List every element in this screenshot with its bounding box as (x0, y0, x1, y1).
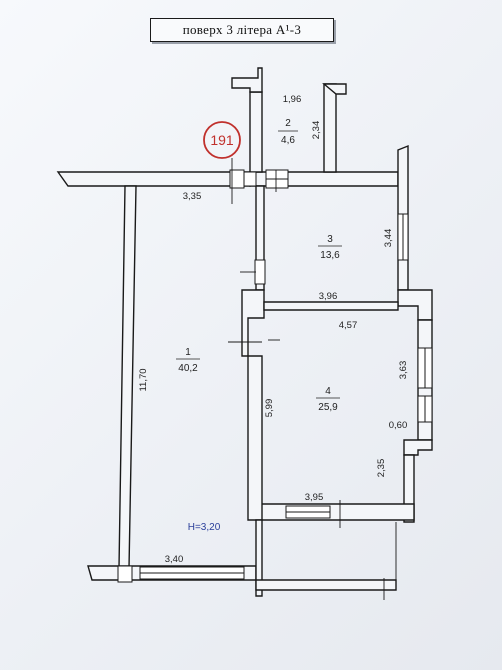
dim-room4-left: 5,99 (264, 399, 275, 418)
dim-room3-width: 3,96 (319, 291, 338, 302)
room2-top-right-wall (322, 83, 347, 95)
outline-lines (262, 519, 404, 600)
bottom-right-stub (255, 579, 397, 591)
dim-top-width: 1,96 (283, 94, 302, 105)
dim-room3-height: 3,44 (383, 229, 394, 248)
left-outer-wall (118, 185, 137, 569)
dim-corridor-width: 3,35 (183, 191, 202, 202)
room-4-area: 25,9 (318, 402, 338, 413)
room-1-number: 1 (185, 347, 191, 358)
room-4-label: 4 25,9 (316, 386, 340, 413)
stamp-number: 191 (210, 132, 234, 148)
room-1-area: 40,2 (178, 363, 198, 374)
right-outer-wall-jog (397, 289, 433, 321)
ceiling-height: Н=3,20 (188, 522, 221, 533)
dim-room4-top: 4,57 (339, 320, 358, 331)
column-top (243, 171, 257, 187)
dim-room1-height: 11,70 (138, 368, 149, 391)
dim-room4-notch: 0,60 (389, 420, 408, 431)
room2-top-wall (231, 67, 263, 93)
room4-bottom-wall (255, 503, 415, 521)
floor-title-text: поверх 3 літера А¹-3 (182, 22, 302, 37)
door-room1-room3 (254, 259, 266, 285)
column-bottom-left (117, 565, 133, 583)
room-2-number: 2 (285, 118, 291, 129)
room-3-area: 13,6 (320, 250, 340, 261)
bottom-lower-extension (255, 519, 263, 597)
dim-room4-bottom: 3,95 (305, 492, 324, 503)
dim-room2-height: 2,34 (311, 121, 322, 140)
dimension-labels: 1,96 2,34 3,35 3,44 3,96 4,57 3,63 0,60 … (138, 94, 409, 565)
room-3-label: 3 13,6 (318, 234, 342, 261)
room3-room4-wall (263, 301, 399, 311)
dim-room4-right: 3,63 (398, 361, 409, 380)
room2-left-wall (249, 91, 263, 173)
room-2-label: 2 4,6 (278, 118, 298, 146)
tick-marks (228, 158, 341, 528)
walls (56, 67, 433, 597)
right-outer-wall-notch (403, 439, 433, 456)
top-corridor-wall (56, 171, 251, 187)
partition-pier (241, 289, 265, 357)
room-3-number: 3 (327, 234, 333, 245)
room2-right-wall (323, 83, 337, 173)
room-1-label: 1 40,2 (176, 347, 200, 374)
floor-title: поверх 3 літера А¹-3 (150, 18, 334, 42)
dim-room1-bottom: 3,40 (165, 554, 184, 565)
room-2-area: 4,6 (281, 135, 295, 146)
openings (117, 169, 433, 583)
dim-room4-lower-right: 2,35 (376, 459, 387, 478)
room-4-number: 4 (325, 386, 331, 397)
stamp-191: 191 (203, 121, 241, 159)
partition-lower (247, 355, 263, 521)
